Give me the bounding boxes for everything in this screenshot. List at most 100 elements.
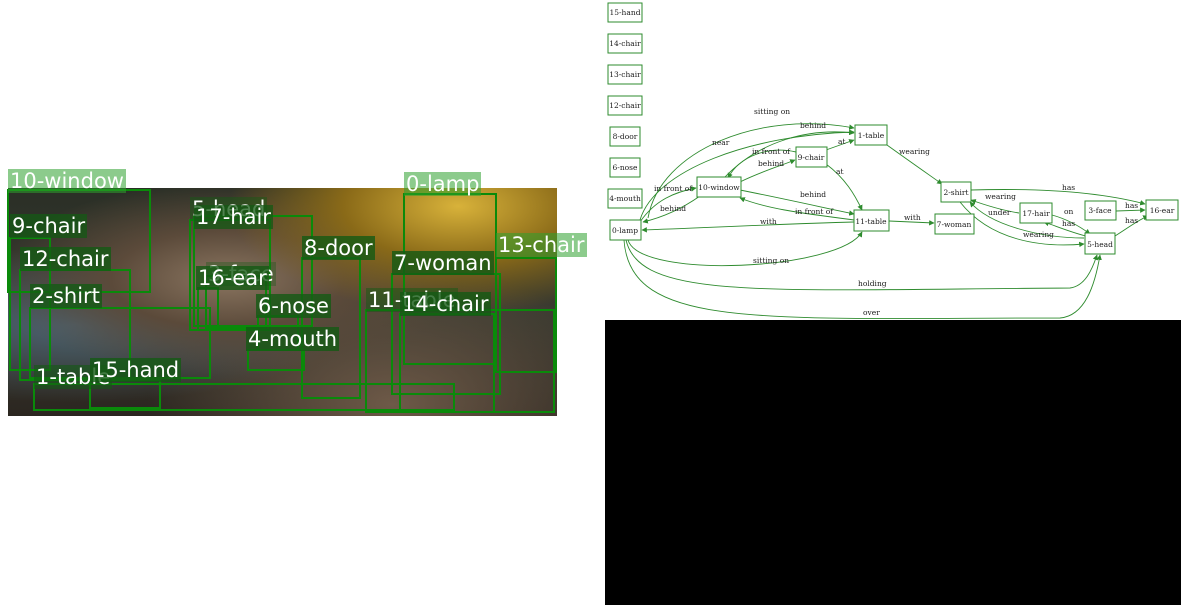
edge-holding-lamp-head — [625, 239, 1099, 291]
empty-black-panel — [605, 320, 1181, 605]
edge-label: has — [1062, 183, 1075, 192]
label-8-door: 8-door — [302, 236, 375, 260]
svg-text:13-chair: 13-chair — [609, 70, 641, 79]
edge-at-chair-table1 — [825, 139, 855, 151]
edge-has-head-ear — [1114, 215, 1149, 237]
edge-label: behind — [800, 190, 826, 199]
edge-label: wearing — [985, 192, 1016, 201]
svg-text:12-chair: 12-chair — [609, 101, 641, 110]
edge-wearing-table1-shirt — [886, 144, 943, 185]
edge-label: holding — [858, 279, 887, 288]
node-17-hair: 17-hair — [1019, 202, 1053, 224]
node-0-lamp: 0-lamp — [609, 219, 642, 241]
edge-label: behind — [800, 121, 826, 130]
edge-label: behind — [758, 159, 784, 168]
label-2-shirt: 2-shirt — [30, 284, 102, 308]
svg-text:1-table: 1-table — [858, 131, 885, 140]
svg-text:7-woman: 7-woman — [937, 220, 972, 229]
edge-label: with — [760, 217, 777, 226]
edge-has-shirt-ear — [970, 189, 1146, 206]
label-0-lamp: 0-lamp — [404, 172, 482, 196]
edge-at-chair-table11 — [825, 163, 863, 211]
edge-wearing-head-shirt — [969, 201, 1085, 239]
label-15-hand: 15-hand — [90, 358, 182, 382]
label-4-mouth: 4-mouth — [246, 327, 340, 351]
label-6-nose: 6-nose — [256, 294, 331, 318]
edge-label: has — [1125, 201, 1138, 210]
label-13-chair: 13-chair — [496, 233, 587, 257]
edge-behind-window-table11 — [739, 189, 855, 216]
edge-label: on — [1064, 207, 1074, 216]
edge-label: behind — [660, 204, 686, 213]
edge-label: sitting on — [753, 256, 789, 265]
edge-label: over — [863, 308, 880, 317]
edge-label: in front of — [795, 207, 834, 216]
svg-text:17-hair: 17-hair — [1022, 209, 1050, 218]
label-10-window: 10-window — [8, 169, 126, 193]
edge-wearing-shirt-head — [959, 201, 1085, 248]
scene-graph: sitting on near behind at in front of be… — [607, 2, 1179, 319]
svg-text:6-nose: 6-nose — [613, 163, 639, 172]
svg-text:9-chair: 9-chair — [798, 153, 825, 162]
svg-text:3-face: 3-face — [1088, 206, 1112, 215]
svg-text:14-chair: 14-chair — [609, 39, 641, 48]
edge-in-front-of-chair-window — [727, 149, 797, 179]
edge-in-front-of-lamp-window — [639, 186, 697, 223]
label-7-woman: 7-woman — [392, 251, 494, 275]
node-8-door: 8-door — [609, 126, 641, 147]
svg-text:2-shirt: 2-shirt — [944, 188, 969, 197]
edge-label: wearing — [899, 147, 930, 156]
svg-text:11-table: 11-table — [855, 217, 887, 226]
label-17-hair: 17-hair — [194, 205, 273, 229]
node-15-hand: 15-hand — [607, 2, 643, 23]
node-14-chair: 14-chair — [607, 33, 643, 54]
svg-text:8-door: 8-door — [613, 132, 638, 141]
node-11-table: 11-table — [853, 209, 890, 232]
node-9-chair: 9-chair — [795, 146, 828, 168]
edge-behind-window-lamp — [642, 195, 701, 224]
edge-label: sitting on — [754, 107, 790, 116]
node-16-ear: 16-ear — [1145, 199, 1179, 221]
edge-label: at — [836, 167, 844, 176]
node-6-nose: 6-nose — [609, 157, 641, 178]
node-7-woman: 7-woman — [934, 213, 975, 235]
svg-text:16-ear: 16-ear — [1150, 206, 1175, 215]
edge-sitting-on-lamp-table11 — [627, 231, 863, 266]
edge-near — [639, 129, 855, 221]
node-2-shirt: 2-shirt — [940, 181, 972, 203]
node-1-table: 1-table — [854, 124, 888, 146]
edge-label: near — [712, 138, 730, 147]
node-12-chair: 12-chair — [607, 95, 643, 116]
svg-text:4-mouth: 4-mouth — [609, 194, 641, 203]
graph-edge-labels: sitting on near behind at in front of be… — [654, 107, 1138, 317]
edge-on-hair-head — [1051, 214, 1091, 235]
edge-label: under — [988, 208, 1011, 217]
edge-in-front-of-table11-window — [739, 197, 855, 221]
node-3-face: 3-face — [1084, 200, 1117, 221]
edge-over-lamp-head — [623, 239, 1102, 319]
edge-with-table11-woman — [888, 220, 935, 226]
edge-has-face-ear — [1115, 207, 1146, 213]
edge-label: has — [1062, 219, 1075, 228]
label-12-chair: 12-chair — [20, 247, 111, 271]
node-4-mouth: 4-mouth — [607, 188, 643, 209]
edge-label: in front of — [654, 184, 693, 193]
edge-under-hair-shirt — [970, 199, 1020, 214]
label-16-ear: 16-ear — [196, 266, 269, 290]
node-10-window: 10-window — [696, 176, 742, 198]
edge-label: wearing — [1023, 230, 1054, 239]
edge-with-table11-lamp — [641, 221, 855, 233]
graph-edges — [623, 123, 1149, 319]
edge-behind-window-chair — [739, 159, 796, 183]
svg-text:5-head: 5-head — [1087, 240, 1113, 249]
svg-text:15-hand: 15-hand — [609, 8, 640, 17]
graph-nodes: 15-hand 14-chair 13-chair 12-chair 8-doo… — [607, 2, 1179, 255]
svg-text:0-lamp: 0-lamp — [612, 226, 638, 235]
edge-label: has — [1125, 216, 1138, 225]
edge-label: in front of — [752, 147, 791, 156]
edge-label: with — [904, 213, 921, 222]
edge-label: at — [838, 137, 846, 146]
node-5-head: 5-head — [1084, 232, 1116, 255]
label-9-chair: 9-chair — [10, 214, 88, 238]
node-13-chair: 13-chair — [607, 64, 643, 85]
